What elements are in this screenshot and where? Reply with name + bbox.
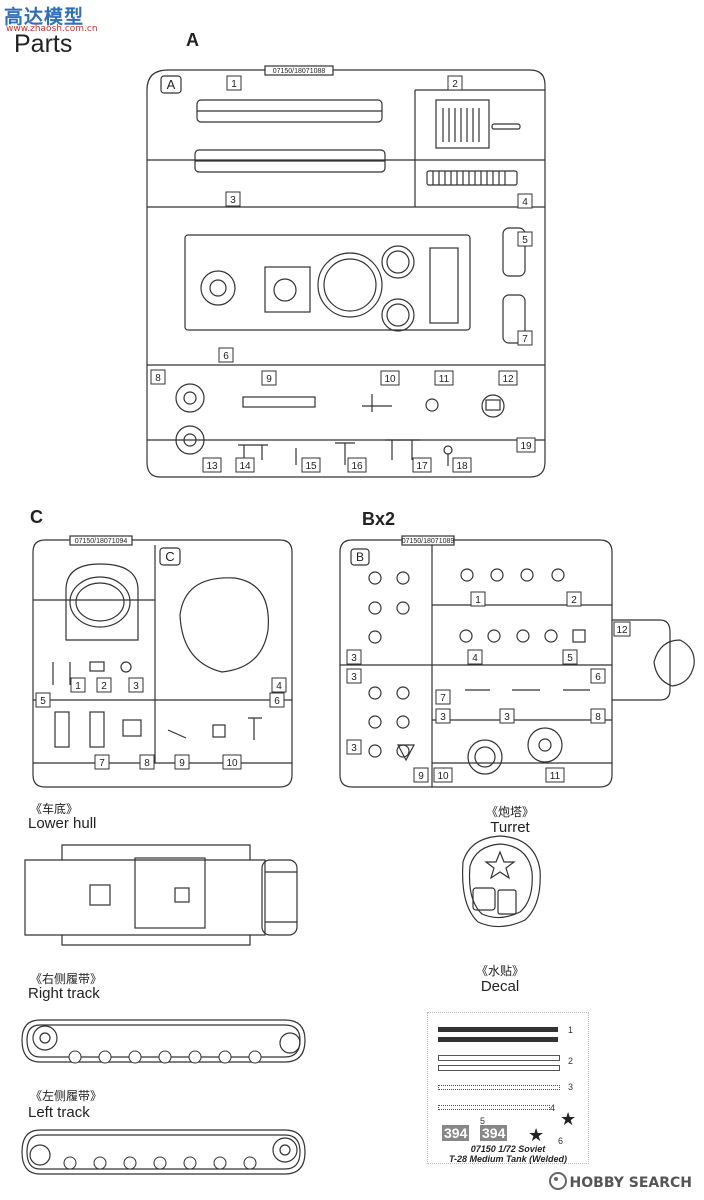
sprue-b-title: Bx2 bbox=[362, 509, 396, 529]
part-number: 10 bbox=[384, 374, 396, 385]
part-number: 3 bbox=[230, 195, 236, 206]
part-number: 8 bbox=[155, 373, 161, 384]
part-number: 8 bbox=[144, 758, 150, 769]
sprue-a-diagram: 07150/18071088 A 1 2 3 4 5 6 7 8 9 10 11… bbox=[146, 65, 546, 478]
part-number: 2 bbox=[571, 595, 577, 606]
part-number: 7 bbox=[99, 758, 105, 769]
decal-number-6: 6 bbox=[558, 1136, 564, 1146]
lower-hull-en-label: Lower hull bbox=[28, 815, 97, 832]
sprue-b-code: 07150/18071089 bbox=[402, 538, 455, 545]
decal-caption-line1: 07150 1/72 Soviet bbox=[470, 1144, 546, 1154]
part-number: 10 bbox=[226, 758, 238, 769]
part-number: 10 bbox=[437, 771, 449, 782]
part-number: 11 bbox=[550, 771, 561, 782]
left-track-en-label: Left track bbox=[28, 1104, 90, 1121]
turret-zh-label: 《炮塔》 bbox=[485, 805, 534, 819]
part-number: 16 bbox=[351, 461, 363, 472]
star-icon: ★ bbox=[560, 1109, 577, 1129]
turret-en-label: Turret bbox=[490, 819, 530, 836]
part-number: 15 bbox=[305, 461, 317, 472]
part-number: 4 bbox=[472, 653, 478, 664]
part-number: 2 bbox=[452, 79, 458, 90]
decal-en-label: Decal bbox=[480, 978, 520, 995]
decal-marking: 394 bbox=[442, 1125, 470, 1141]
part-number: 3 bbox=[440, 712, 446, 723]
part-number: 13 bbox=[206, 461, 218, 472]
decal-number-2: 2 bbox=[568, 1056, 574, 1066]
sprue-a-title: A bbox=[186, 30, 199, 50]
part-number: 4 bbox=[276, 681, 282, 692]
part-number: 9 bbox=[266, 374, 272, 385]
part-number: 8 bbox=[595, 712, 601, 723]
sprue-c-title: C bbox=[30, 507, 43, 527]
decal-caption-line2: T-28 Medium Tank (Welded) bbox=[448, 1154, 567, 1164]
watermark-site: 高达模型 bbox=[4, 6, 85, 28]
decal-sheet: 1 2 3 4 5 6 ★ ★ 394 394 07150 1/72 Sovie… bbox=[427, 1012, 589, 1164]
decal-stripe-1 bbox=[438, 1027, 558, 1032]
sprue-b-letter: B bbox=[356, 550, 364, 564]
decal-stripe-1b bbox=[438, 1037, 558, 1042]
part-number: 14 bbox=[239, 461, 251, 472]
part-number: 17 bbox=[416, 461, 428, 472]
part-number: 6 bbox=[223, 351, 229, 362]
decal-stripe-3 bbox=[438, 1085, 560, 1090]
part-number: 1 bbox=[231, 79, 237, 90]
watermark-url: www.zhaosh.com.cn bbox=[6, 24, 98, 34]
decal-number-4: 4 bbox=[550, 1103, 556, 1113]
part-number: 3 bbox=[351, 672, 357, 683]
part-number: 3 bbox=[504, 712, 510, 723]
decal-marking: 394 bbox=[480, 1125, 508, 1141]
part-number: 1 bbox=[75, 681, 81, 692]
part-number: 19 bbox=[520, 441, 532, 452]
part-number: 3 bbox=[133, 681, 139, 692]
part-number: 18 bbox=[456, 461, 468, 472]
star-icon: ★ bbox=[528, 1125, 545, 1145]
sprue-b-diagram: 07150/18071089 B 1 2 3 3 4 5 12 6 7 3 3 … bbox=[339, 535, 695, 788]
part-number: 5 bbox=[40, 696, 46, 707]
part-number: 11 bbox=[439, 374, 450, 385]
part-number: 9 bbox=[418, 771, 424, 782]
sprue-c-letter: C bbox=[165, 549, 174, 564]
part-number: 3 bbox=[351, 743, 357, 754]
part-number: 1 bbox=[475, 595, 481, 606]
hobby-search-icon bbox=[548, 1172, 567, 1190]
decal-stripe-2b bbox=[438, 1065, 560, 1071]
part-number: 6 bbox=[595, 672, 601, 683]
decal-number-3: 3 bbox=[568, 1082, 574, 1092]
decal-zh-label: 《水贴》 bbox=[475, 964, 524, 978]
part-number: 5 bbox=[522, 235, 528, 246]
hobby-search-logo: HOBBY SEARCH bbox=[548, 1172, 692, 1191]
part-number: 7 bbox=[440, 693, 446, 704]
left-track-zh-label: 《左侧履带》 bbox=[30, 1089, 103, 1103]
brand-text: HOBBY SEARCH bbox=[569, 1175, 692, 1191]
part-number: 5 bbox=[567, 653, 573, 664]
decal-stripe-4 bbox=[438, 1105, 550, 1110]
part-number: 2 bbox=[101, 681, 107, 692]
page-title: Parts bbox=[14, 30, 73, 58]
decal-number-1: 1 bbox=[568, 1025, 574, 1035]
decal-number-5: 5 bbox=[480, 1116, 486, 1126]
sprue-a-letter: A bbox=[167, 77, 176, 92]
part-number: 6 bbox=[274, 696, 280, 707]
part-number: 7 bbox=[522, 334, 528, 345]
part-number: 12 bbox=[502, 374, 514, 385]
sprue-a-code: 07150/18071088 bbox=[273, 68, 326, 75]
right-track-drawing bbox=[21, 1019, 306, 1063]
part-number: 3 bbox=[351, 653, 357, 664]
sprue-c-diagram: 07150/18071094 C 1 2 3 4 5 6 7 8 9 10 bbox=[32, 535, 293, 788]
left-track-drawing bbox=[21, 1129, 306, 1175]
part-number: 12 bbox=[616, 625, 628, 636]
sprue-c-code: 07150/18071094 bbox=[75, 538, 128, 545]
lower-hull-zh-label: 《车底》 bbox=[30, 802, 79, 816]
right-track-en-label: Right track bbox=[28, 985, 100, 1002]
turret-drawing bbox=[461, 835, 541, 928]
part-number: 9 bbox=[179, 758, 185, 769]
decal-stripe-2 bbox=[438, 1055, 560, 1061]
part-number: 4 bbox=[522, 197, 528, 208]
right-track-zh-label: 《右侧履带》 bbox=[30, 972, 103, 986]
